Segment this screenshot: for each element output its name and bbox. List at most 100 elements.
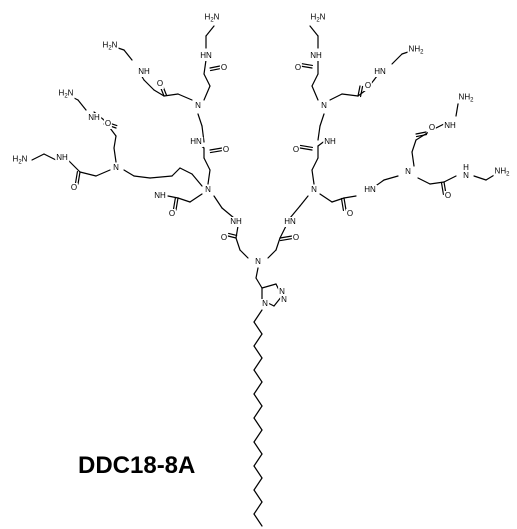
- oxygen-label: O: [293, 63, 303, 73]
- double-bond: [299, 147, 313, 151]
- alkyl-chain-bond: [253, 513, 263, 527]
- amide-h-label: H: [462, 163, 470, 173]
- core-nitrogen: N: [254, 257, 262, 267]
- compound-name: DDC18-8A: [78, 452, 196, 479]
- core-arm-right: [267, 249, 277, 259]
- double-bond: [357, 85, 361, 97]
- double-bond: [340, 197, 345, 212]
- bond: [197, 113, 203, 127]
- bond: [43, 153, 57, 161]
- amide-nh-label: NH: [87, 113, 101, 123]
- bond: [123, 49, 133, 61]
- branch-nitrogen: N: [404, 167, 412, 177]
- bond: [279, 225, 287, 239]
- bond: [299, 195, 309, 207]
- bond: [319, 193, 333, 203]
- bond: [207, 169, 211, 185]
- alkyl-chain-bond: [253, 333, 263, 347]
- amine-nh2-label: H2N: [101, 40, 119, 52]
- bond: [221, 207, 235, 219]
- bond: [95, 169, 111, 177]
- bond: [189, 193, 203, 203]
- double-bond: [227, 235, 237, 239]
- bond: [343, 195, 357, 199]
- triazole-linker: [255, 277, 263, 289]
- oxygen-label: O: [219, 233, 229, 243]
- double-bond: [175, 197, 179, 211]
- alkyl-chain-bond: [253, 489, 263, 503]
- bond: [143, 79, 155, 91]
- branch-nitrogen: N: [204, 185, 212, 195]
- double-bond: [359, 85, 364, 98]
- amide-nh-label: NH: [55, 153, 69, 163]
- double-bond: [172, 196, 177, 211]
- alkyl-chain-bond: [253, 309, 263, 323]
- branch-nitrogen: N: [194, 101, 202, 111]
- bond: [31, 153, 45, 161]
- bond: [213, 195, 223, 209]
- bond: [329, 93, 343, 101]
- amine-nh2-label: H2N: [309, 12, 327, 24]
- triazole-linker: [255, 267, 259, 279]
- amine-nh2-label: H2N: [203, 12, 221, 24]
- amide-nh-label: NH: [443, 121, 457, 131]
- double-bond: [299, 144, 314, 149]
- alkyl-chain-bond: [253, 405, 263, 419]
- bond: [309, 25, 319, 37]
- double-bond: [279, 237, 294, 242]
- oxygen-label: O: [155, 79, 165, 89]
- bond: [317, 125, 321, 141]
- bond: [153, 89, 165, 97]
- amide-nh-label: NH: [323, 137, 337, 147]
- core-arm-right: [275, 237, 281, 251]
- alkyl-chain-bond: [253, 345, 263, 359]
- amide-hn-label: HN: [373, 67, 387, 77]
- amine-nh2-label: H2N: [11, 154, 29, 166]
- bond: [289, 205, 301, 219]
- bond: [443, 175, 457, 183]
- double-bond: [209, 149, 224, 154]
- amine-nh2-label: NH2: [457, 92, 475, 104]
- double-bond: [77, 171, 81, 185]
- oxygen-label: O: [291, 145, 301, 155]
- bond: [133, 175, 151, 179]
- triazole-ring: [261, 283, 277, 289]
- double-bond: [279, 235, 293, 239]
- alkyl-chain-bond: [253, 381, 263, 395]
- branch-nitrogen: N: [112, 163, 120, 173]
- bond: [167, 195, 179, 199]
- alkyl-chain-bond: [253, 465, 263, 479]
- alkyl-chain-bond: [253, 441, 263, 455]
- oxygen-label: O: [69, 183, 79, 193]
- bond: [203, 157, 211, 171]
- core-arm-left: [235, 237, 241, 251]
- double-bond: [343, 197, 347, 211]
- amide-hn-label: HN: [199, 51, 213, 61]
- bond: [67, 159, 81, 173]
- triazole-n: N: [280, 295, 288, 305]
- bond: [411, 139, 417, 153]
- double-bond: [209, 147, 223, 151]
- double-bond: [228, 232, 238, 237]
- oxygen-label: O: [221, 145, 231, 155]
- oxygen-label: O: [103, 119, 113, 129]
- bond: [123, 169, 135, 177]
- bond: [201, 125, 205, 143]
- triazole-n: N: [278, 287, 286, 297]
- bond: [417, 177, 431, 185]
- bond: [171, 167, 181, 177]
- bond: [203, 59, 207, 75]
- branch-nitrogen: N: [320, 101, 328, 111]
- bond: [383, 175, 399, 181]
- amine-nh2-label: H2N: [57, 88, 75, 100]
- bond: [163, 93, 179, 97]
- bond: [149, 175, 173, 179]
- bond: [203, 85, 211, 101]
- bond: [455, 103, 459, 117]
- core-arm-left: [239, 249, 249, 259]
- amide-nh-label: NH: [137, 67, 151, 77]
- double-bond: [440, 181, 445, 196]
- bond: [473, 175, 487, 181]
- bond: [179, 167, 193, 175]
